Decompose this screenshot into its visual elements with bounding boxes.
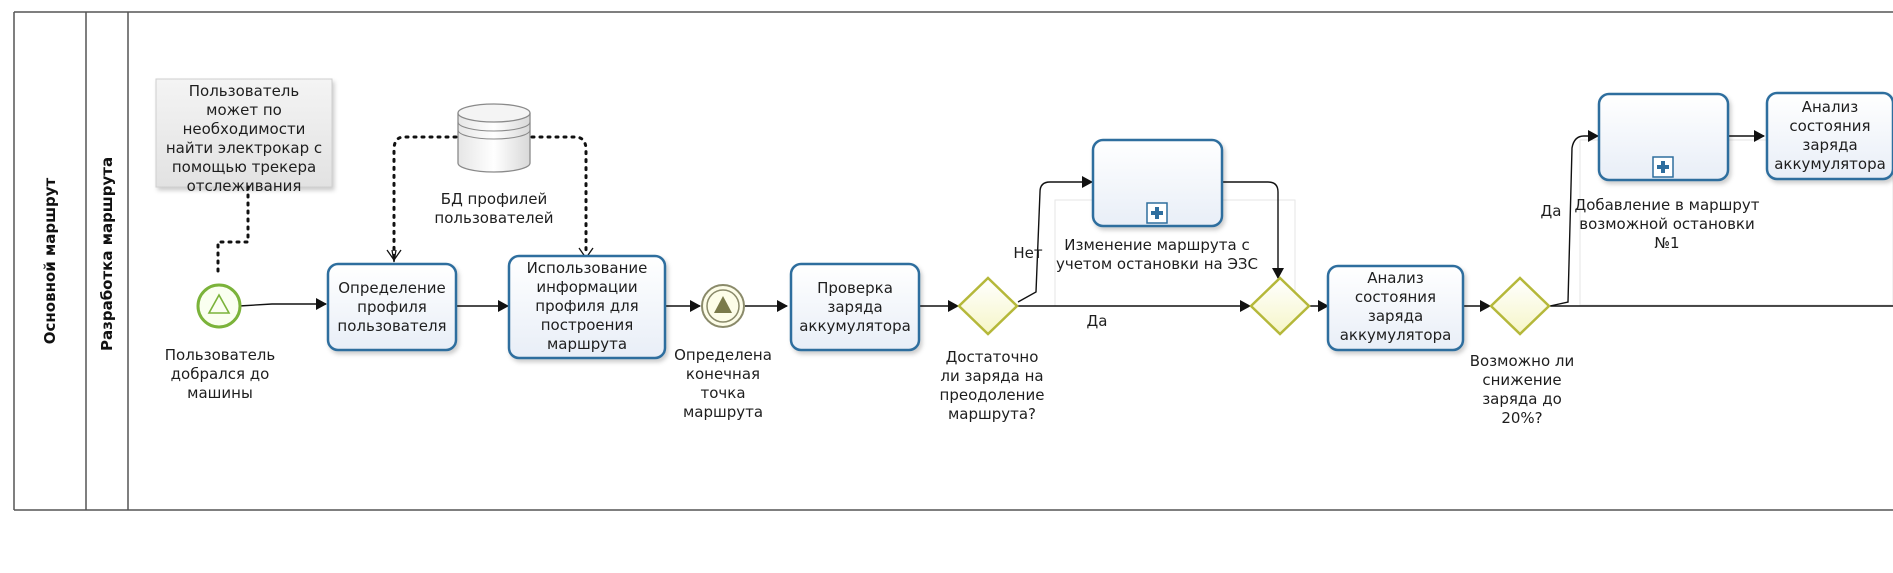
flow-label-yes-1: Да	[1086, 312, 1108, 330]
annotation-text: Пользователь может по необходимости найт…	[165, 82, 323, 195]
triangle-filled-icon	[714, 296, 732, 313]
task-5-label: Анализ состояния заряда аккумулятора	[1774, 98, 1886, 173]
data-association-1	[392, 135, 458, 259]
intermediate-event-label: Определена конечная точка маршрута	[674, 346, 772, 421]
plus-icon[interactable]	[1652, 156, 1674, 178]
task-1-label: Определение профиля пользователя	[337, 278, 447, 335]
plus-icon[interactable]	[1146, 202, 1168, 224]
sequence-flows	[238, 130, 1893, 312]
start-event[interactable]	[196, 283, 242, 329]
data-association-2	[530, 135, 588, 252]
flow-label-yes-2: Да	[1540, 202, 1562, 220]
task-5-shape[interactable]	[1765, 91, 1893, 181]
gateway-2[interactable]	[1249, 276, 1311, 336]
lane-name: Разработка маршрута	[98, 156, 116, 351]
gateway-1-label: Достаточно ли заряда на преодоление марш…	[939, 348, 1045, 423]
task-3-label: Проверка заряда аккумулятора	[799, 278, 911, 335]
subprocess-2-shape[interactable]	[1597, 92, 1730, 182]
task-3-shape[interactable]	[789, 262, 921, 352]
gateway-3[interactable]	[1489, 276, 1551, 336]
database-icon[interactable]	[457, 103, 531, 173]
open-arrow-icon	[386, 249, 402, 262]
gateway-1[interactable]	[957, 276, 1019, 336]
pool-frame	[13, 11, 1893, 511]
subprocess-2-label: Добавление в маршрут возможной остановки…	[1574, 196, 1760, 252]
triangle-icon	[207, 293, 231, 314]
subprocess-1-shape[interactable]	[1091, 138, 1224, 228]
flow-label-no: Нет	[1013, 244, 1043, 262]
task-1-shape[interactable]	[326, 262, 458, 352]
task-2-shape[interactable]	[507, 254, 667, 360]
task-2-label: Использование информации профиля для пос…	[526, 258, 648, 353]
gateway-3-label: Возможно ли снижение заряда до 20%?	[1469, 352, 1575, 427]
datastore-label: БД профилей пользователей	[434, 190, 554, 227]
task-4-label: Анализ состояния заряда аккумулятора	[1339, 269, 1452, 344]
task-4-shape[interactable]	[1326, 264, 1465, 352]
annotation-box	[155, 78, 333, 188]
pool-name: Основной маршрут	[41, 177, 59, 345]
intermediate-event[interactable]	[701, 284, 745, 328]
subprocess-1-label: Изменение маршрута с учетом остановки на…	[1055, 236, 1259, 273]
lane-guide-box	[1579, 139, 1893, 306]
annotation-association	[216, 185, 250, 274]
start-event-label: Пользователь добрался до машины	[164, 346, 276, 402]
